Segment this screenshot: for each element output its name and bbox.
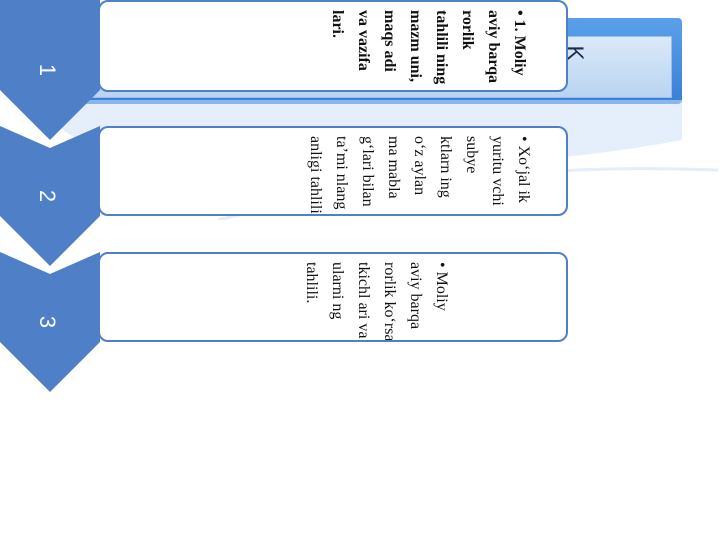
- chevron-step-1: [0, 0, 100, 140]
- step-number-3: 3: [35, 315, 60, 329]
- step-card-2: Xo‘jal ik yuritu vchi subye ktlarn ing o…: [98, 126, 568, 216]
- step-card-3: Moliy aviy barqa rorlik ko‘rsa tkichl ar…: [98, 252, 568, 342]
- step-text-2: Xo‘jal ik yuritu vchi subye ktlarn ing o…: [302, 136, 536, 214]
- step-number-2: 2: [35, 189, 60, 203]
- chevron-step-2: [0, 126, 100, 266]
- step-card-1: 1. Moliy aviy barqa rorlik tahlili ning …: [98, 0, 568, 92]
- chevron-step-3: [0, 252, 100, 392]
- step-text-1: 1. Moliy aviy barqa rorlik tahlili ning …: [324, 10, 532, 90]
- step-text-3: Moliy aviy barqa rorlik ko‘rsa tkichl ar…: [298, 262, 454, 340]
- step-number-1: 1: [35, 63, 60, 77]
